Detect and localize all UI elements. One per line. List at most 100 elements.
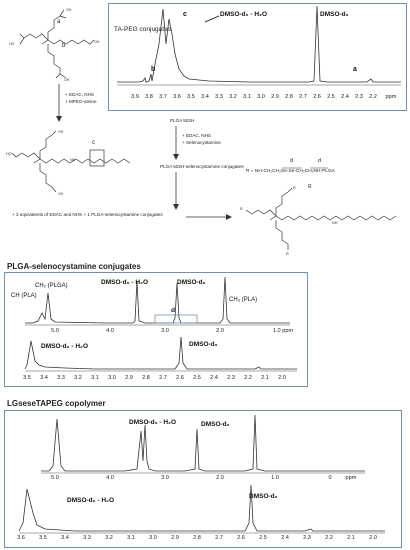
svg-text:OH: OH (94, 40, 100, 44)
svg-text:OH: OH (58, 130, 64, 134)
tick: 4.0 (106, 475, 114, 481)
tick: 5.0 (51, 475, 59, 481)
tick: 2.9 (271, 94, 279, 100)
tick: 3.1 (243, 94, 251, 100)
tick: 3.4 (61, 535, 69, 541)
panel1-label-a: a (353, 66, 357, 73)
r-group-definition: R = NH-CH₂CH₂Se-Se-CH₂CH₂NH-PLGA (246, 169, 335, 174)
tick: 5.0 (51, 328, 59, 334)
tick: 2.2 (325, 535, 333, 541)
tick: 2.3 (355, 94, 363, 100)
tick: 2.6 (237, 535, 245, 541)
panel3-dmso-h2o-label: DMSO-d₆ - H₂O (129, 419, 177, 426)
tick: 2.6 (313, 94, 321, 100)
svg-text:R: R (293, 186, 296, 190)
tick: 0 (328, 475, 332, 481)
tick: 2.4 (341, 94, 349, 100)
tick: 3.0 (149, 535, 157, 541)
tick: 2.3 (227, 375, 235, 381)
tick: 2.5 (259, 535, 267, 541)
tick: 3.5 (187, 94, 195, 100)
reaction-scheme: OH HO OH OH a b + EDAC, NHS + MPEO-amine O… (0, 0, 410, 258)
tick: 2.0 (216, 328, 224, 334)
panel2-bottom-dmso-h2o-label: DMSO-d₆ - H₂O (41, 343, 89, 350)
tick: 3.3 (83, 535, 91, 541)
tick: 2.2 (369, 94, 377, 100)
plga-product: PLGA 502H-selenocystamine conjugates (160, 164, 244, 169)
tick: 2.1 (347, 535, 355, 541)
plga-product-arrow (173, 172, 179, 210)
tick: 3.0 (161, 328, 169, 334)
panel2-ch-pla-label: CH (PLA) (11, 293, 37, 299)
final-r-label: R (308, 184, 312, 190)
tick: 2.1 (261, 375, 269, 381)
label-b: b (62, 43, 66, 49)
tick: 2.8 (285, 94, 293, 100)
label-c: c (92, 140, 95, 146)
svg-text:NH: NH (70, 158, 76, 162)
tick: 2.4 (210, 375, 218, 381)
panel1-label-c: c (183, 11, 187, 18)
tick: 1.0 (271, 475, 279, 481)
label-a: a (57, 19, 61, 25)
panel2-top-axis: 5.0 4.0 3.0 2.0 1.0 ppm (5, 328, 307, 336)
tick: 2.5 (193, 375, 201, 381)
panel1-dmso-label: DMSO-d₆ (320, 11, 349, 18)
tick: 3.0 (108, 375, 116, 381)
panel1-title: TA-PEG conjugates (114, 26, 171, 33)
panel-ta-peg: TA-PEG conjugates DMSO-d₆ - H₂O DMSO-d₆ … (108, 3, 407, 111)
tick: 3.3 (57, 375, 65, 381)
tick: 4.0 (106, 328, 114, 334)
panel3-bottom-axis: 3.6 3.5 3.4 3.3 3.2 3.1 3.0 2.9 2.8 2.7 … (5, 535, 401, 543)
panel3-bottom-spectrum (18, 484, 385, 534)
panel2-dmso-label: DMSO-d₆ (177, 279, 206, 286)
panel1-label-b: b (151, 66, 156, 73)
tick: 2.0 (216, 475, 224, 481)
plga-reagent-1: + EDAC, NHS (182, 133, 211, 138)
tick: 2.3 (303, 535, 311, 541)
tick: 2.4 (281, 535, 289, 541)
panel3-dmso-label: DMSO-d₆ (201, 421, 230, 428)
plga-label: PLGA 502H (170, 118, 195, 123)
svg-text:OH: OH (58, 192, 64, 196)
r-brackets (282, 167, 328, 169)
step1-arrow (56, 84, 62, 122)
panel1-dmso-h2o-label: DMSO-d₆ - H₂O (220, 11, 268, 18)
tick: 3.9 (131, 94, 139, 100)
tick: 3.1 (91, 375, 99, 381)
panel2-dmso-h2o-label: DMSO-d₆ - H₂O (101, 279, 149, 286)
svg-text:HO: HO (9, 42, 15, 46)
tick: 2.0 (369, 535, 377, 541)
panel2-bottom-axis: 3.5 3.4 3.3 3.2 3.1 3.0 2.9 2.8 2.7 2.6 … (5, 375, 307, 383)
panel2-ch3-pla-label: CH₃ (PLA) (229, 297, 258, 303)
step1-reagent-1: + EDAC, NHS (65, 92, 94, 97)
r-label-d1: d (290, 158, 294, 164)
panel1-dmso-h2o-arrow (204, 15, 220, 23)
panel1-spectrum (117, 5, 401, 86)
tick: 3.6 (17, 535, 25, 541)
svg-text:R: R (286, 252, 289, 256)
tick: 3.2 (105, 535, 113, 541)
r-label-d2: d (318, 158, 322, 164)
tick: 3.0 (161, 475, 169, 481)
panel-lgsesetapeg: DMSO-d₆ - H₂O DMSO-d₆ 5.0 4.0 3.0 2.0 1.… (4, 410, 402, 548)
tick: 3.1 (127, 535, 135, 541)
tick: 2.8 (193, 535, 201, 541)
panel3-bottom-dmso-h2o-label: DMSO-d₆ - H₂O (67, 497, 115, 504)
final-arrow (186, 214, 232, 220)
tick: 2.6 (176, 375, 184, 381)
step1-reagent-2: + MPEO-amine (65, 99, 97, 104)
tick: 2.9 (125, 375, 133, 381)
plga-arrow (173, 126, 179, 160)
tick: 2.8 (142, 375, 150, 381)
tick: 2.7 (159, 375, 167, 381)
panel2-top-spectrum (25, 276, 290, 326)
tick: 3.2 (229, 94, 237, 100)
tick: 1.0 ppm (272, 328, 294, 334)
tick: 2.9 (171, 535, 179, 541)
plga-reagent-2: + Selenocystamine (182, 140, 221, 145)
svg-text:OH: OH (66, 8, 72, 12)
tick: 3.4 (201, 94, 209, 100)
